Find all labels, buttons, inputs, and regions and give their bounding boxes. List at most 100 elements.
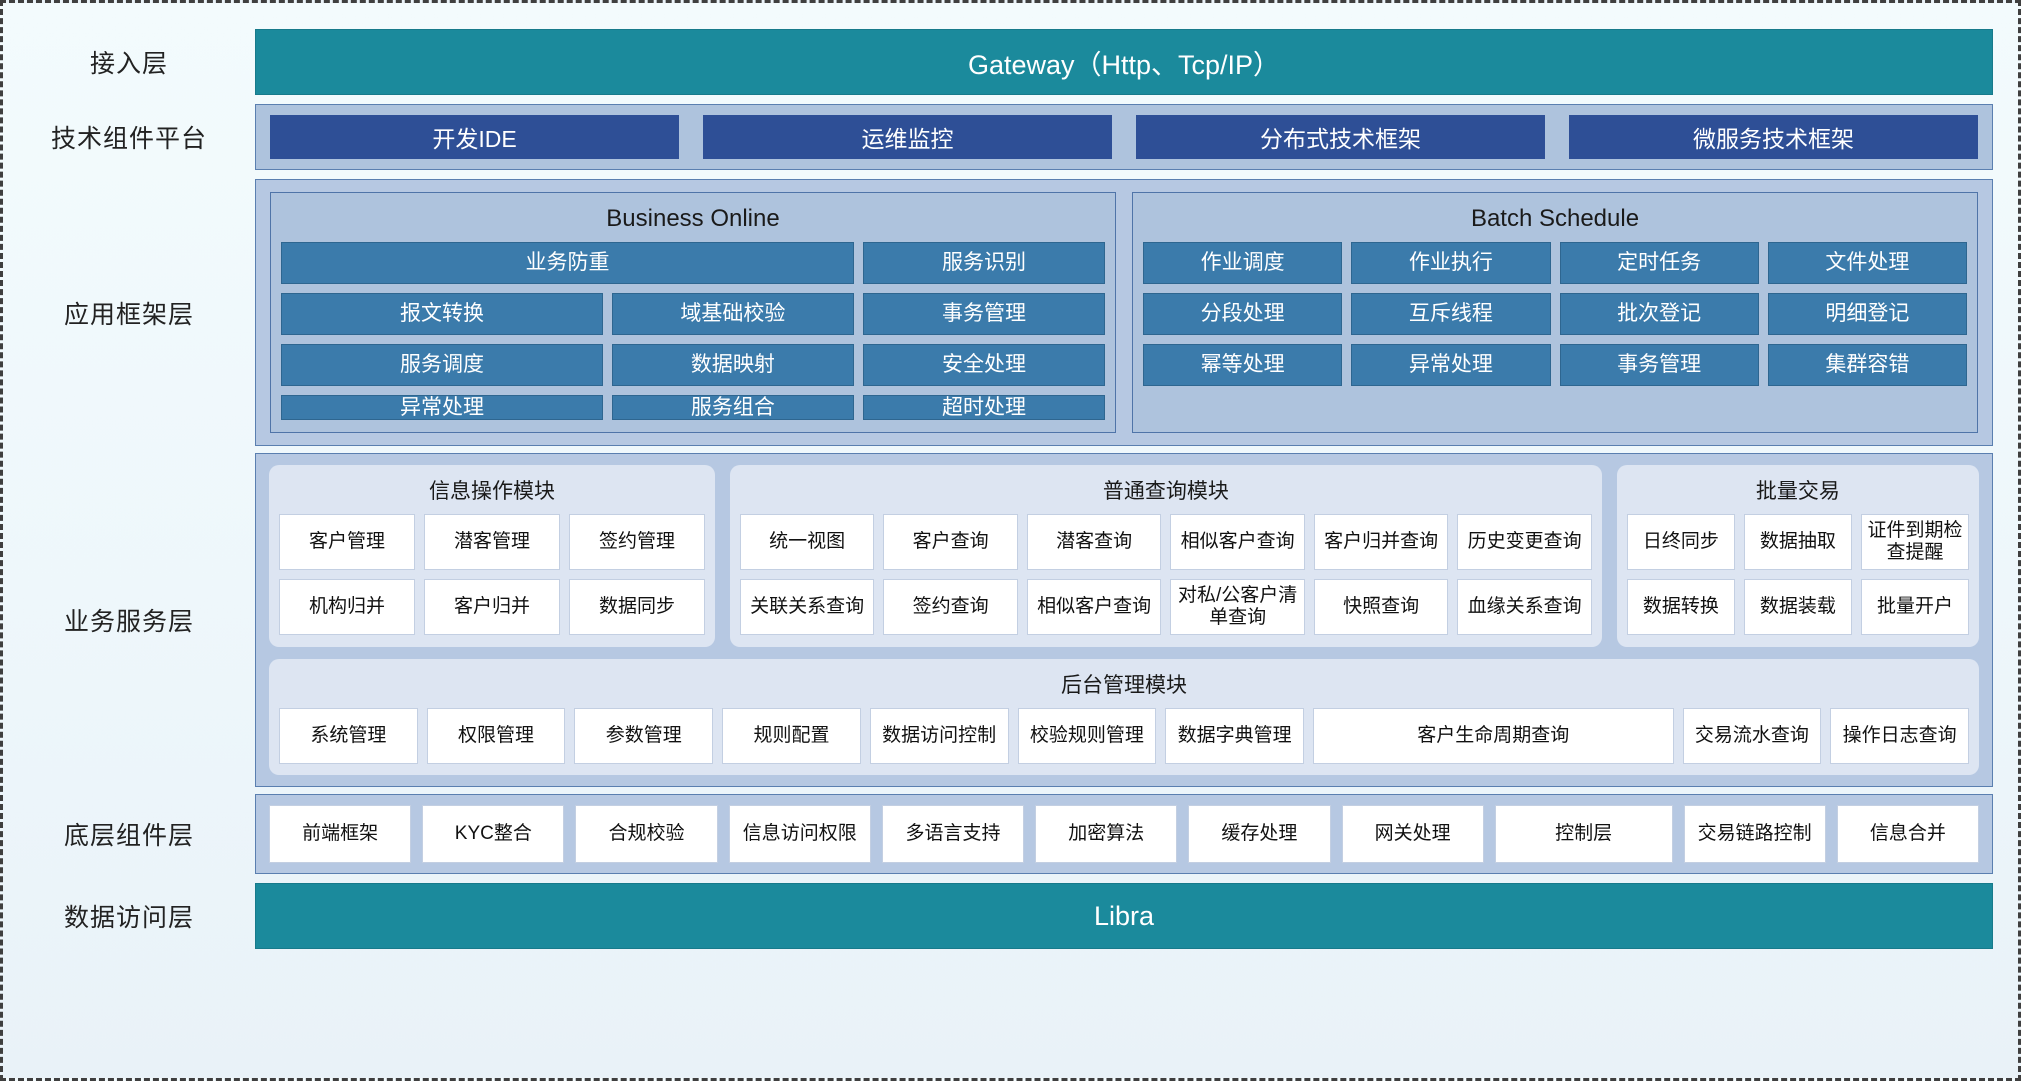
gateway-band: Gateway（Http、Tcp/IP）	[255, 29, 1993, 95]
comp-cell-9[interactable]: 交易链路控制	[1683, 805, 1826, 864]
comp-cell-1[interactable]: KYC整合	[422, 805, 565, 864]
query-cell-9[interactable]: 对私/公客户清单查询	[1170, 579, 1305, 636]
bs-cell-4[interactable]: 分段处理	[1143, 293, 1343, 335]
query-cell-3[interactable]: 相似客户查询	[1170, 514, 1305, 571]
bo-cell-3[interactable]: 域基础校验	[611, 293, 854, 335]
admin-cell-5[interactable]: 校验规则管理	[1017, 708, 1157, 765]
admin-cell-0[interactable]: 系统管理	[279, 708, 418, 765]
tech-chip-distributed-framework[interactable]: 分布式技术框架	[1136, 115, 1545, 159]
layer-body-access: Gateway（Http、Tcp/IP）	[255, 29, 2018, 95]
query-cell-8[interactable]: 相似客户查询	[1026, 579, 1162, 636]
admin-cell-4[interactable]: 数据访问控制	[869, 708, 1009, 765]
query-cell-11[interactable]: 血缘关系查询	[1457, 579, 1592, 636]
bo-cell-6[interactable]: 数据映射	[611, 344, 854, 386]
bs-cell-6[interactable]: 批次登记	[1559, 293, 1759, 335]
query-cell-0[interactable]: 统一视图	[739, 514, 875, 571]
batch-schedule-title: Batch Schedule	[1470, 205, 1640, 232]
layer-data-access: 数据访问层 Libra	[3, 883, 2018, 950]
batch-cell-0[interactable]: 日终同步	[1626, 514, 1735, 571]
info-cell-5[interactable]: 数据同步	[568, 579, 705, 636]
bo-cell-4[interactable]: 事务管理	[862, 293, 1105, 335]
spacer	[3, 446, 2018, 453]
bo-cell-0[interactable]: 业务防重	[281, 242, 854, 284]
business-online-title: Business Online	[606, 205, 780, 232]
query-cell-2[interactable]: 潜客查询	[1026, 514, 1162, 571]
info-cell-0[interactable]: 客户管理	[279, 514, 415, 571]
app-framework-panel: Business Online 业务防重 服务识别 报文转换 域基础校验 事务管…	[255, 179, 1993, 447]
admin-cell-6[interactable]: 数据字典管理	[1165, 708, 1304, 765]
bs-cell-10[interactable]: 事务管理	[1559, 344, 1759, 386]
query-cell-6[interactable]: 关联关系查询	[739, 579, 875, 636]
layer-label-component: 底层组件层	[63, 822, 194, 851]
bs-cell-0[interactable]: 作业调度	[1143, 242, 1343, 284]
bs-cell-3[interactable]: 文件处理	[1767, 242, 1967, 284]
spacer	[3, 170, 2018, 179]
query-cell-10[interactable]: 快照查询	[1313, 579, 1449, 636]
batch-cell-1[interactable]: 数据抽取	[1743, 514, 1852, 571]
layer-app-framework: 应用框架层 Business Online 业务防重 服务识别 报文转换 域基础…	[3, 179, 2018, 447]
libra-band: Libra	[255, 883, 1993, 950]
bo-cell-2[interactable]: 报文转换	[281, 293, 603, 335]
tech-chip-ops-monitor[interactable]: 运维监控	[703, 115, 1112, 159]
bo-cell-7[interactable]: 安全处理	[862, 344, 1105, 386]
tech-chip-ide[interactable]: 开发IDE	[270, 115, 679, 159]
layer-component: 底层组件层 前端框架 KYC整合 合规校验 信息访问权限 多语言支持 加密算法 …	[3, 794, 2018, 875]
bs-cell-7[interactable]: 明细登记	[1767, 293, 1967, 335]
batch-cell-3[interactable]: 数据转换	[1626, 579, 1735, 636]
comp-cell-6[interactable]: 缓存处理	[1188, 805, 1331, 864]
batch-cell-2[interactable]: 证件到期检查提醒	[1860, 514, 1969, 571]
bs-cell-8[interactable]: 幂等处理	[1143, 344, 1343, 386]
admin-cell-2[interactable]: 参数管理	[574, 708, 714, 765]
tech-chip-microservice-framework[interactable]: 微服务技术框架	[1569, 115, 1978, 159]
bs-cell-2[interactable]: 定时任务	[1559, 242, 1759, 284]
common-query-module: 普通查询模块 统一视图 客户查询 潜客查询 相似客户查询 客户归并查询 历史变更…	[729, 465, 1602, 648]
query-cell-7[interactable]: 签约查询	[883, 579, 1018, 636]
info-operation-module: 信息操作模块 客户管理 潜客管理 签约管理 机构归并 客户归并 数据同步	[269, 465, 715, 648]
admin-cell-9[interactable]: 操作日志查询	[1830, 708, 1969, 765]
comp-cell-8[interactable]: 控制层	[1494, 805, 1673, 864]
bs-cell-5[interactable]: 互斥线程	[1351, 293, 1551, 335]
info-module-title: 信息操作模块	[428, 480, 555, 504]
query-cell-4[interactable]: 客户归并查询	[1313, 514, 1449, 571]
comp-cell-4[interactable]: 多语言支持	[881, 805, 1025, 864]
comp-cell-10[interactable]: 信息合并	[1836, 805, 1979, 864]
batch-cell-4[interactable]: 数据装载	[1743, 579, 1852, 636]
info-cell-4[interactable]: 客户归并	[423, 579, 560, 636]
layer-body-business-service: 信息操作模块 客户管理 潜客管理 签约管理 机构归并 客户归并 数据同步 普通查…	[255, 453, 2018, 788]
bo-cell-5[interactable]: 服务调度	[281, 344, 603, 386]
query-cell-1[interactable]: 客户查询	[883, 514, 1018, 571]
batch-transaction-module: 批量交易 日终同步 数据抽取 证件到期检查提醒 数据转换 数据装载 批量开户	[1616, 465, 1979, 648]
bs-cell-9[interactable]: 异常处理	[1351, 344, 1551, 386]
bo-cell-10[interactable]: 超时处理	[862, 395, 1105, 421]
admin-cell-7[interactable]: 客户生命周期查询	[1312, 708, 1674, 765]
info-cell-2[interactable]: 签约管理	[568, 514, 705, 571]
comp-cell-5[interactable]: 加密算法	[1035, 805, 1178, 864]
layer-body-data-access: Libra	[255, 883, 2018, 950]
bo-cell-1[interactable]: 服务识别	[862, 242, 1105, 284]
comp-cell-0[interactable]: 前端框架	[269, 805, 412, 864]
query-cell-5[interactable]: 历史变更查询	[1457, 514, 1592, 571]
layer-label-app-framework: 应用框架层	[63, 300, 194, 329]
info-cell-1[interactable]: 潜客管理	[423, 514, 560, 571]
admin-management-module: 后台管理模块 系统管理 权限管理 参数管理 规则配置 数据访问控制 校验规则管理…	[269, 659, 1979, 776]
spacer	[3, 95, 2018, 104]
batch-module-title: 批量交易	[1755, 480, 1840, 504]
spacer	[3, 787, 2018, 794]
query-module-title: 普通查询模块	[1102, 480, 1229, 504]
comp-cell-2[interactable]: 合规校验	[575, 805, 718, 864]
bo-cell-8[interactable]: 异常处理	[281, 395, 603, 421]
info-cell-3[interactable]: 机构归并	[279, 579, 415, 636]
admin-cell-8[interactable]: 交易流水查询	[1682, 708, 1822, 765]
admin-module-title: 后台管理模块	[1061, 674, 1187, 698]
bs-cell-1[interactable]: 作业执行	[1351, 242, 1551, 284]
batch-cell-5[interactable]: 批量开户	[1860, 579, 1969, 636]
comp-cell-3[interactable]: 信息访问权限	[728, 805, 871, 864]
bo-cell-9[interactable]: 服务组合	[611, 395, 854, 421]
comp-cell-7[interactable]: 网关处理	[1341, 805, 1484, 864]
admin-cell-3[interactable]: 规则配置	[722, 708, 861, 765]
bs-cell-11[interactable]: 集群容错	[1767, 344, 1967, 386]
admin-cell-1[interactable]: 权限管理	[426, 708, 566, 765]
layer-tech-platform: 技术组件平台 开发IDE 运维监控 分布式技术框架 微服务技术框架	[3, 104, 2018, 170]
layer-business-service: 业务服务层 信息操作模块 客户管理 潜客管理 签约管理 机构归并 客户归并 数据…	[3, 453, 2018, 788]
tech-platform-band: 开发IDE 运维监控 分布式技术框架 微服务技术框架	[255, 104, 1993, 170]
